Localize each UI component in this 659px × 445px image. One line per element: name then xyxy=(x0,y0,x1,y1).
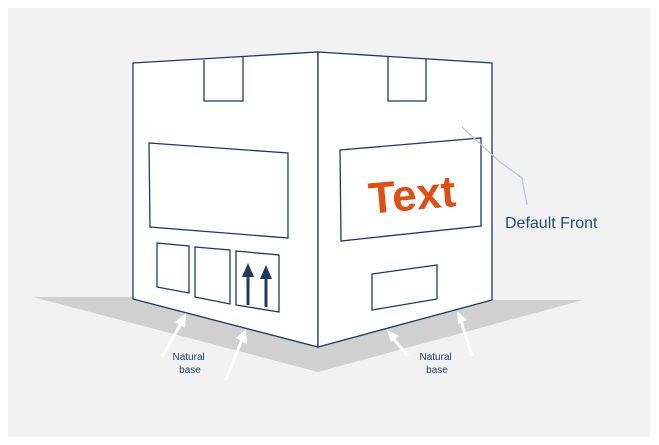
white-arrow-icon xyxy=(387,311,474,357)
svg-text:Natural base: Natural base xyxy=(419,352,454,376)
right-label-panel xyxy=(339,137,482,242)
callout-line xyxy=(461,126,528,206)
natural-base-left-line1: Natural xyxy=(172,352,204,363)
natural-base-right-line1: Natural xyxy=(419,352,451,363)
tape-flap-left xyxy=(203,56,244,102)
default-front-label: Default Front xyxy=(505,215,598,232)
left-label-panel xyxy=(148,142,289,239)
small-panel-1 xyxy=(156,242,190,294)
svg-text:Natural base: Natural base xyxy=(172,352,207,376)
white-arrow-icon xyxy=(160,313,247,381)
natural-base-right-line2: base xyxy=(426,365,448,376)
tape-flap-right xyxy=(387,56,427,102)
natural-base-left-line2: base xyxy=(179,365,201,376)
double-up-arrow-icon xyxy=(242,263,272,307)
small-panel-2 xyxy=(194,246,231,305)
natural-base-right-label: Natural base xyxy=(419,352,454,376)
right-small-panel xyxy=(371,264,438,311)
natural-base-left-label: Natural base xyxy=(172,352,207,376)
small-panel-up-arrows xyxy=(235,250,280,313)
box-label-text: Text xyxy=(366,167,457,223)
ground-shadow xyxy=(33,297,583,372)
